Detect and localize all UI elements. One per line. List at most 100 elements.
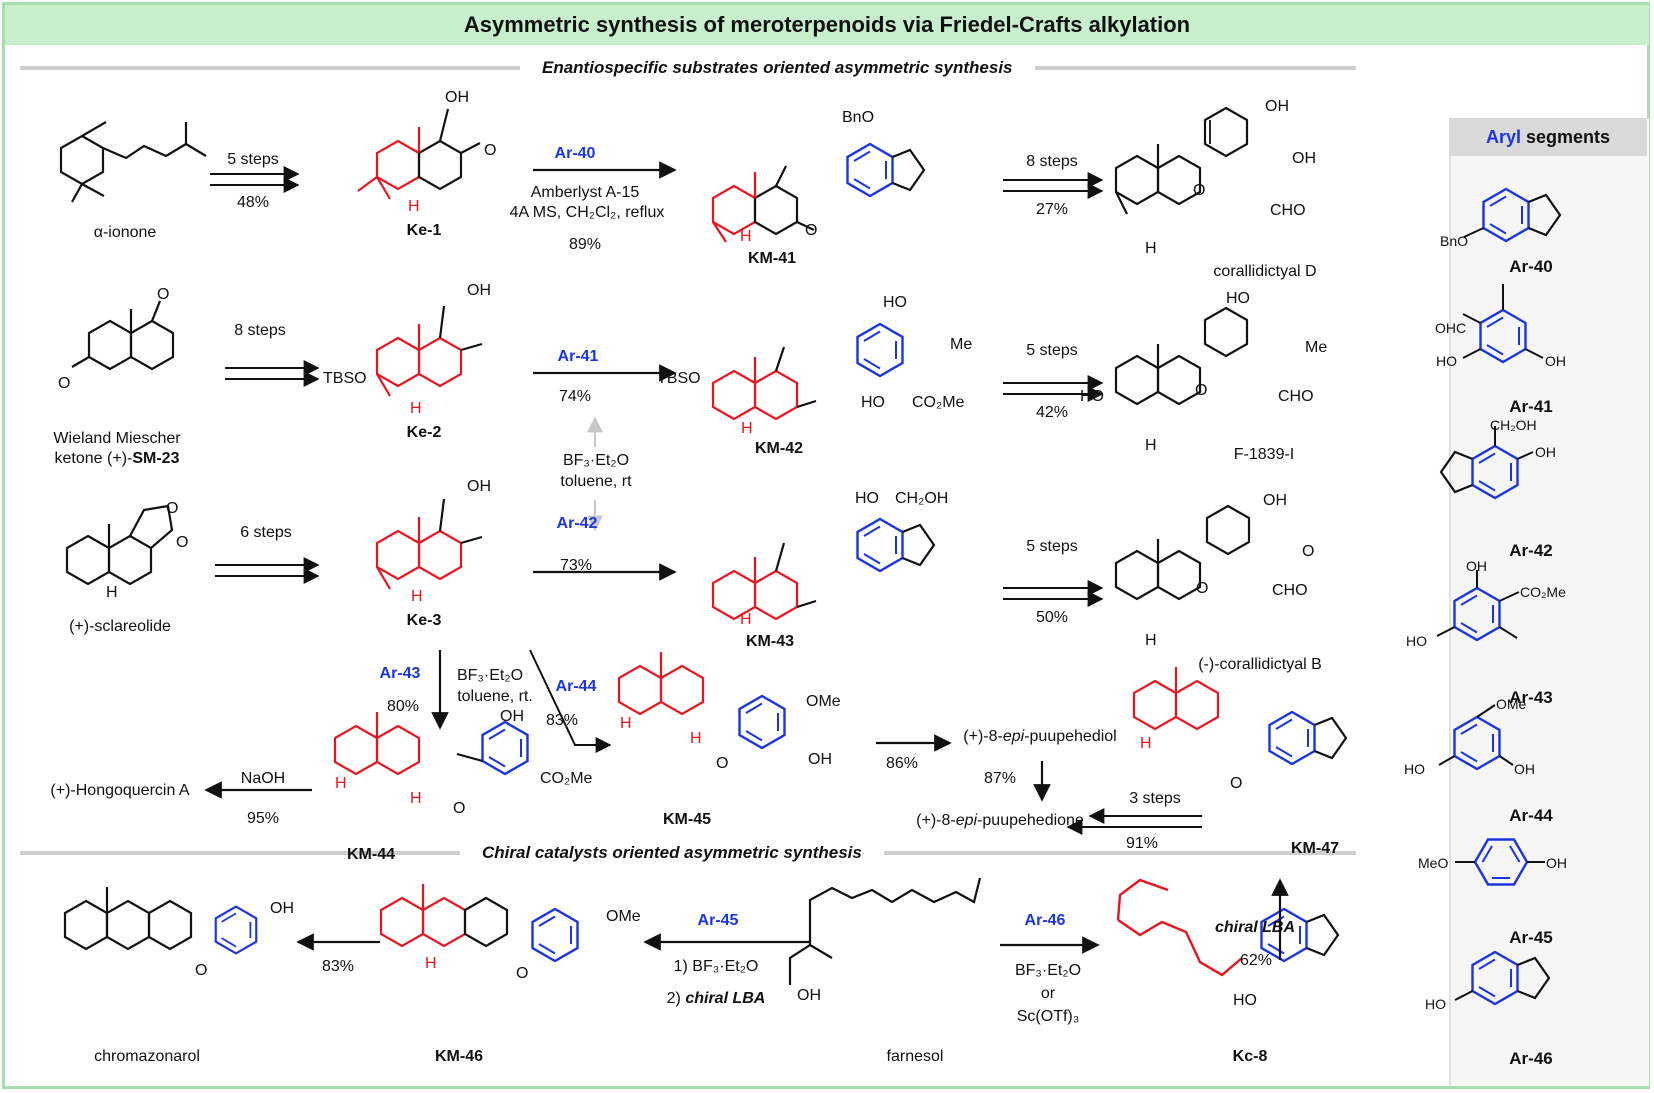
ke1-o-label: O [484,142,497,159]
r18-condition-2: 2) chiral LBA [667,990,766,1008]
ar43-label: Ar-43 [1509,688,1553,707]
puupehedione-epi: epi [955,812,978,829]
r18-step-number: 2) [666,990,686,1007]
km46-h-label: H [425,955,437,972]
r15-steps: 3 steps [1129,790,1181,807]
ar41-oh-label: OH [1545,353,1566,369]
ar41-label: Ar-41 [1509,397,1553,416]
farnesol-structure [788,877,982,985]
ar41-ho-label: HO [1436,353,1457,369]
wieland-prefix: ketone (+)- [54,450,133,467]
km45-oh-label: OH [808,751,832,768]
r17-yield: 83% [321,958,355,975]
ke1-oh-label: OH [445,89,469,106]
compound-puupehediol: (+)-8-epi-puupehediol [963,728,1116,746]
compound-ke-3: Ke-3 [406,612,442,629]
km42-ho-label-2: HO [861,394,885,411]
r16-yield: 62% [1239,952,1273,969]
ar42-label: Ar-42 [1509,541,1553,560]
r5-reagent: Ar-41 [557,348,599,365]
f1839-structure [1114,344,1202,406]
f1839-cho-label: CHO [1278,388,1314,405]
km42-h-label: H [741,420,753,437]
corallidictyal-b-cho: CHO [1272,582,1308,599]
ke1-h-label: H [408,198,420,215]
r18-chiral-lba: chiral LBA [685,990,766,1007]
compound-km-41: KM-41 [747,250,797,267]
compound-puupehedione: (+)-8-epi-puupehedione [916,812,1084,830]
ke3-oh-label: OH [467,478,491,495]
ar44-label: Ar-44 [1509,806,1553,825]
ke1-structure [357,108,481,200]
r13-yield: 86% [885,755,919,772]
r18-condition-1: 1) BF₃·Et₂O [673,958,759,975]
ar43-ho-label: HO [1406,633,1427,649]
km46-ome-label: OMe [606,908,641,925]
ar46-ho-label: HO [1425,996,1446,1012]
r11-yield: 83% [545,712,579,729]
corallidictyal-d-h: H [1145,240,1157,257]
chromazonarol-structure [63,887,193,951]
km47-o-label: O [1230,775,1243,792]
km44-co2me-label: CO₂Me [540,770,593,787]
compound-kc-8: Kc-8 [1232,1048,1268,1065]
kc8-structure [1116,878,1243,977]
r10-condition-2: toluene, rt. [457,688,533,705]
ar44-ome-label: OMe [1496,696,1527,712]
ar43-oh-label: OH [1466,558,1487,574]
r9-steps: 5 steps [1026,538,1078,555]
r10-yield: 80% [386,698,420,715]
r1-steps: 5 steps [227,151,279,168]
section-rule [1034,66,1356,70]
km43-ch2oh-label: CH₂OH [895,490,949,507]
corallidictyal-b-structure [1114,539,1202,601]
wieland-o-label: O [58,375,71,392]
sclareolide-o-label-2: O [176,534,189,551]
compound-wieland-1: Wieland Miescher [53,430,181,447]
compound-chromazonarol: chromazonarol [94,1048,200,1065]
chromazonarol-oh-label: OH [270,900,294,917]
km47-structure [1132,667,1220,731]
r16-reagent: chiral LBA [1215,919,1296,936]
r5-yield: 74% [558,388,592,405]
ar42-structure [1439,426,1534,500]
aryl-panel-title: Aryl segments [1449,118,1647,156]
sclareolide-o-label: O [166,500,179,517]
km41-structure [711,165,815,243]
compound-corallidictyal-d: corallidictyal D [1213,263,1317,280]
r10-reagent: Ar-43 [379,665,421,682]
compound-alpha-ionone: α-ionone [93,224,157,241]
puupehedione-prefix: (+)-8- [916,812,956,829]
f1839-o-label: O [1195,382,1208,399]
ke2-structure [375,305,483,397]
compound-farnesol: farnesol [886,1048,944,1065]
r7-steps: 6 steps [240,524,292,541]
km42-ho-label: HO [883,294,907,311]
km44-h-label: H [335,775,347,792]
ke2-h-label: H [410,400,422,417]
compound-wieland-2: ketone (+)-SM-23 [55,450,180,468]
ar46-structure [1454,950,1551,1006]
section-title-bottom: Chiral catalysts oriented asymmetric syn… [482,843,862,862]
r19-reagent: Ar-46 [1024,912,1066,929]
r10-condition-1: BF₃·Et₂O [456,667,524,684]
ar44-oh-label: OH [1514,761,1535,777]
r8-yield: 73% [559,557,593,574]
section-rule [20,66,520,70]
f1839-ho-label: HO [1226,290,1250,307]
r6-yield: 42% [1035,404,1069,421]
r18-reagent: Ar-45 [697,912,739,929]
km42-me-label: Me [950,336,973,353]
r3-steps: 8 steps [1026,153,1078,170]
r8-reagent: Ar-42 [556,515,598,532]
km42-structure [711,346,817,421]
corallidictyal-d-oh-1: OH [1265,98,1289,115]
chromazonarol-o-label: O [195,962,208,979]
f1839-h-label: H [1145,437,1157,454]
compound-km-42: KM-42 [754,440,804,457]
corallidictyal-d-cho: CHO [1270,202,1306,219]
km45-h-label-2: H [690,730,702,747]
corallidictyal-b-o-2: O [1196,580,1209,597]
figure-title: Asymmetric synthesis of meroterpenoids v… [5,5,1649,45]
